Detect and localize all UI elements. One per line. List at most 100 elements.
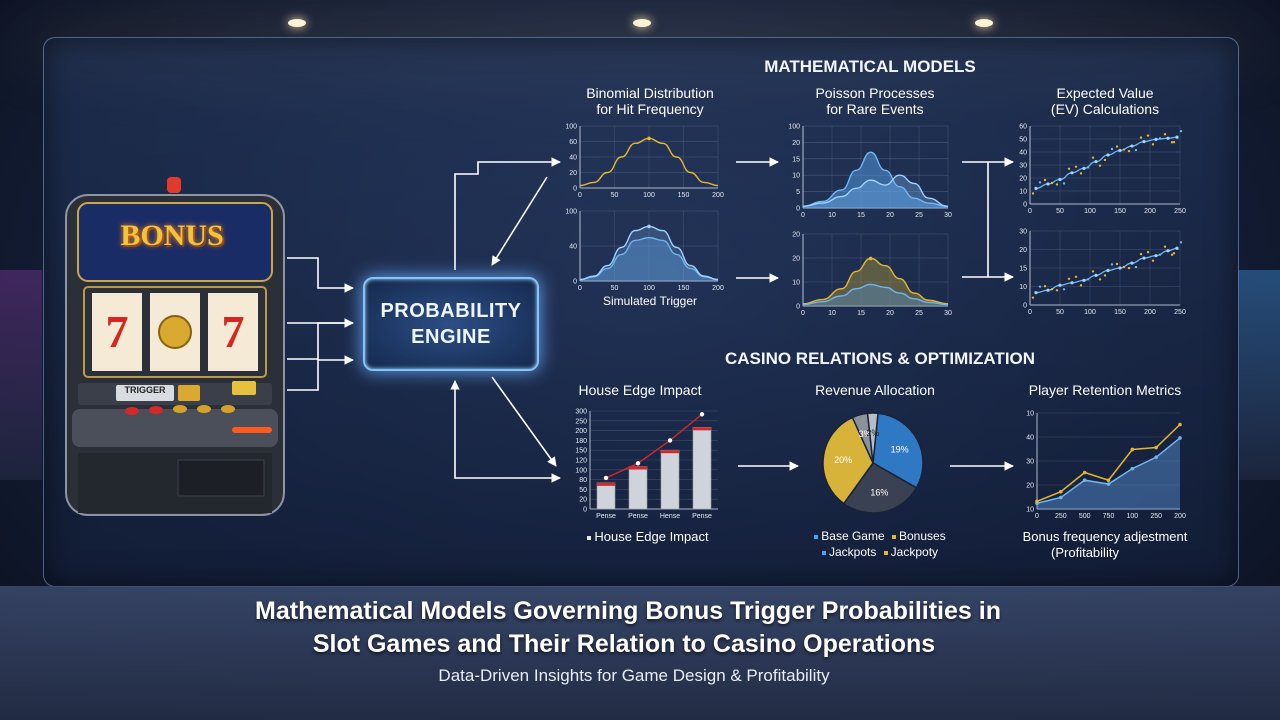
poisson-title-line1: Poisson Processes xyxy=(815,85,935,101)
x-tick-label: 50 xyxy=(611,192,619,199)
scatter-point xyxy=(1043,178,1047,182)
pie-slice xyxy=(842,462,918,514)
x-tick-label: 200 xyxy=(1144,208,1156,215)
scatter-point xyxy=(1055,183,1059,186)
y-tick-label: 60 xyxy=(569,139,577,146)
x-tick-label: 0 xyxy=(801,212,805,219)
side-slot-right xyxy=(1238,270,1280,480)
x-tick-label: 10 xyxy=(828,212,836,219)
retention-title: Player Retention Metrics xyxy=(1028,382,1182,398)
x-tick-label: 150 xyxy=(1114,309,1126,316)
ceiling-light xyxy=(633,19,651,27)
series-area xyxy=(803,258,948,306)
data-point xyxy=(1046,288,1050,292)
x-tick-label: 25 xyxy=(915,310,923,317)
revenue-legend-base-game: Base Game xyxy=(821,529,885,543)
scatter-point xyxy=(1086,166,1090,169)
binomial-title-line2: for Hit Frequency xyxy=(596,101,704,117)
revenue-title: Revenue Allocation xyxy=(815,382,935,398)
data-point xyxy=(1082,166,1086,170)
ev-title-line2: (EV) Calculations xyxy=(1050,101,1160,117)
pie-slice-label: 2% xyxy=(866,428,879,438)
scatter-point xyxy=(1031,296,1035,299)
trend-point xyxy=(699,412,705,417)
scatter-point xyxy=(1127,149,1131,153)
scatter-point xyxy=(1115,145,1119,148)
x-tick-label: Pense xyxy=(692,513,712,520)
data-point xyxy=(1142,140,1146,144)
y-tick-label: 10 xyxy=(1026,507,1034,514)
y-tick-label: 100 xyxy=(565,209,577,216)
data-point xyxy=(1106,153,1110,157)
data-point xyxy=(1130,261,1134,265)
footer-title-line2: Slot Games and Their Relation to Casino … xyxy=(312,630,936,658)
bar-cap xyxy=(597,482,615,486)
probability-engine-box: PROBABILITY ENGINE xyxy=(363,277,539,371)
y-tick-label: 30 xyxy=(1019,229,1027,236)
x-tick-label: 30 xyxy=(944,212,952,219)
x-tick-label: 50 xyxy=(611,285,619,292)
house-edge-legend: House Edge Impact xyxy=(578,529,718,544)
bar xyxy=(628,466,648,510)
pie-slice-label: 19% xyxy=(891,444,909,454)
scatter-point xyxy=(1043,285,1047,288)
x-tick-label: 100 xyxy=(1084,208,1096,215)
y-tick-label: 250 xyxy=(575,418,587,425)
x-tick-label: 0 xyxy=(1028,208,1032,215)
y-tick-label: 20 xyxy=(792,232,800,239)
scatter-point xyxy=(1127,266,1131,270)
data-point xyxy=(1094,160,1098,164)
y-tick-label: 200 xyxy=(575,428,587,435)
data-point xyxy=(1106,268,1110,273)
retention-caption-line2: (Profitability xyxy=(1051,545,1119,560)
x-tick-label: 0 xyxy=(578,285,582,292)
legend-swatch xyxy=(587,535,592,540)
x-tick-label: 500 xyxy=(1079,513,1091,520)
bar-cap xyxy=(693,427,711,431)
ceiling-light xyxy=(288,19,306,27)
data-point xyxy=(1178,422,1182,427)
house-edge-title: House Edge Impact xyxy=(578,382,702,398)
scatter-point xyxy=(1091,270,1095,273)
x-tick-label: 50 xyxy=(1056,208,1064,215)
x-tick-label: Pense xyxy=(628,513,648,520)
y-tick-label: 5 xyxy=(796,189,800,196)
y-tick-label: 20 xyxy=(579,497,587,504)
series-line xyxy=(802,174,949,208)
y-tick-label: 20 xyxy=(569,170,577,177)
x-tick-label: 250 xyxy=(1174,208,1186,215)
x-tick-label: 200 xyxy=(1144,309,1156,316)
house-edge-legend-label: House Edge Impact xyxy=(594,529,709,544)
data-point xyxy=(1118,148,1122,153)
x-tick-label: 0 xyxy=(1035,513,1039,520)
x-tick-label: 200 xyxy=(712,285,724,292)
bar-cap xyxy=(629,466,647,470)
data-point xyxy=(1166,136,1170,140)
ev-title-line1: Expected Value xyxy=(1056,85,1154,101)
data-point xyxy=(1154,137,1158,141)
y-tick-label: 0 xyxy=(1023,202,1027,209)
scatter-point xyxy=(1139,252,1143,256)
data-point xyxy=(1154,445,1158,450)
revenue-legend-bonuses: Bonuses xyxy=(899,529,946,543)
y-tick-label: 0 xyxy=(583,507,587,514)
legend-swatch xyxy=(821,550,826,555)
y-tick-label: 60 xyxy=(1019,124,1027,131)
data-point xyxy=(1154,455,1158,459)
peak-point xyxy=(647,136,651,141)
binomial-caption: Simulated Trigger xyxy=(602,294,698,308)
probability-engine-label: PROBABILITY ENGINE xyxy=(380,300,522,348)
revenue-legend-row2: Jackpots Jackpoty xyxy=(795,545,965,559)
x-tick-label: 750 xyxy=(1103,513,1115,520)
scatter-point xyxy=(1062,182,1066,185)
scatter-point xyxy=(1098,164,1102,167)
trend-line xyxy=(1035,136,1178,190)
trend-point xyxy=(667,438,673,443)
data-point xyxy=(1046,182,1050,186)
scatter-point xyxy=(1091,156,1095,159)
